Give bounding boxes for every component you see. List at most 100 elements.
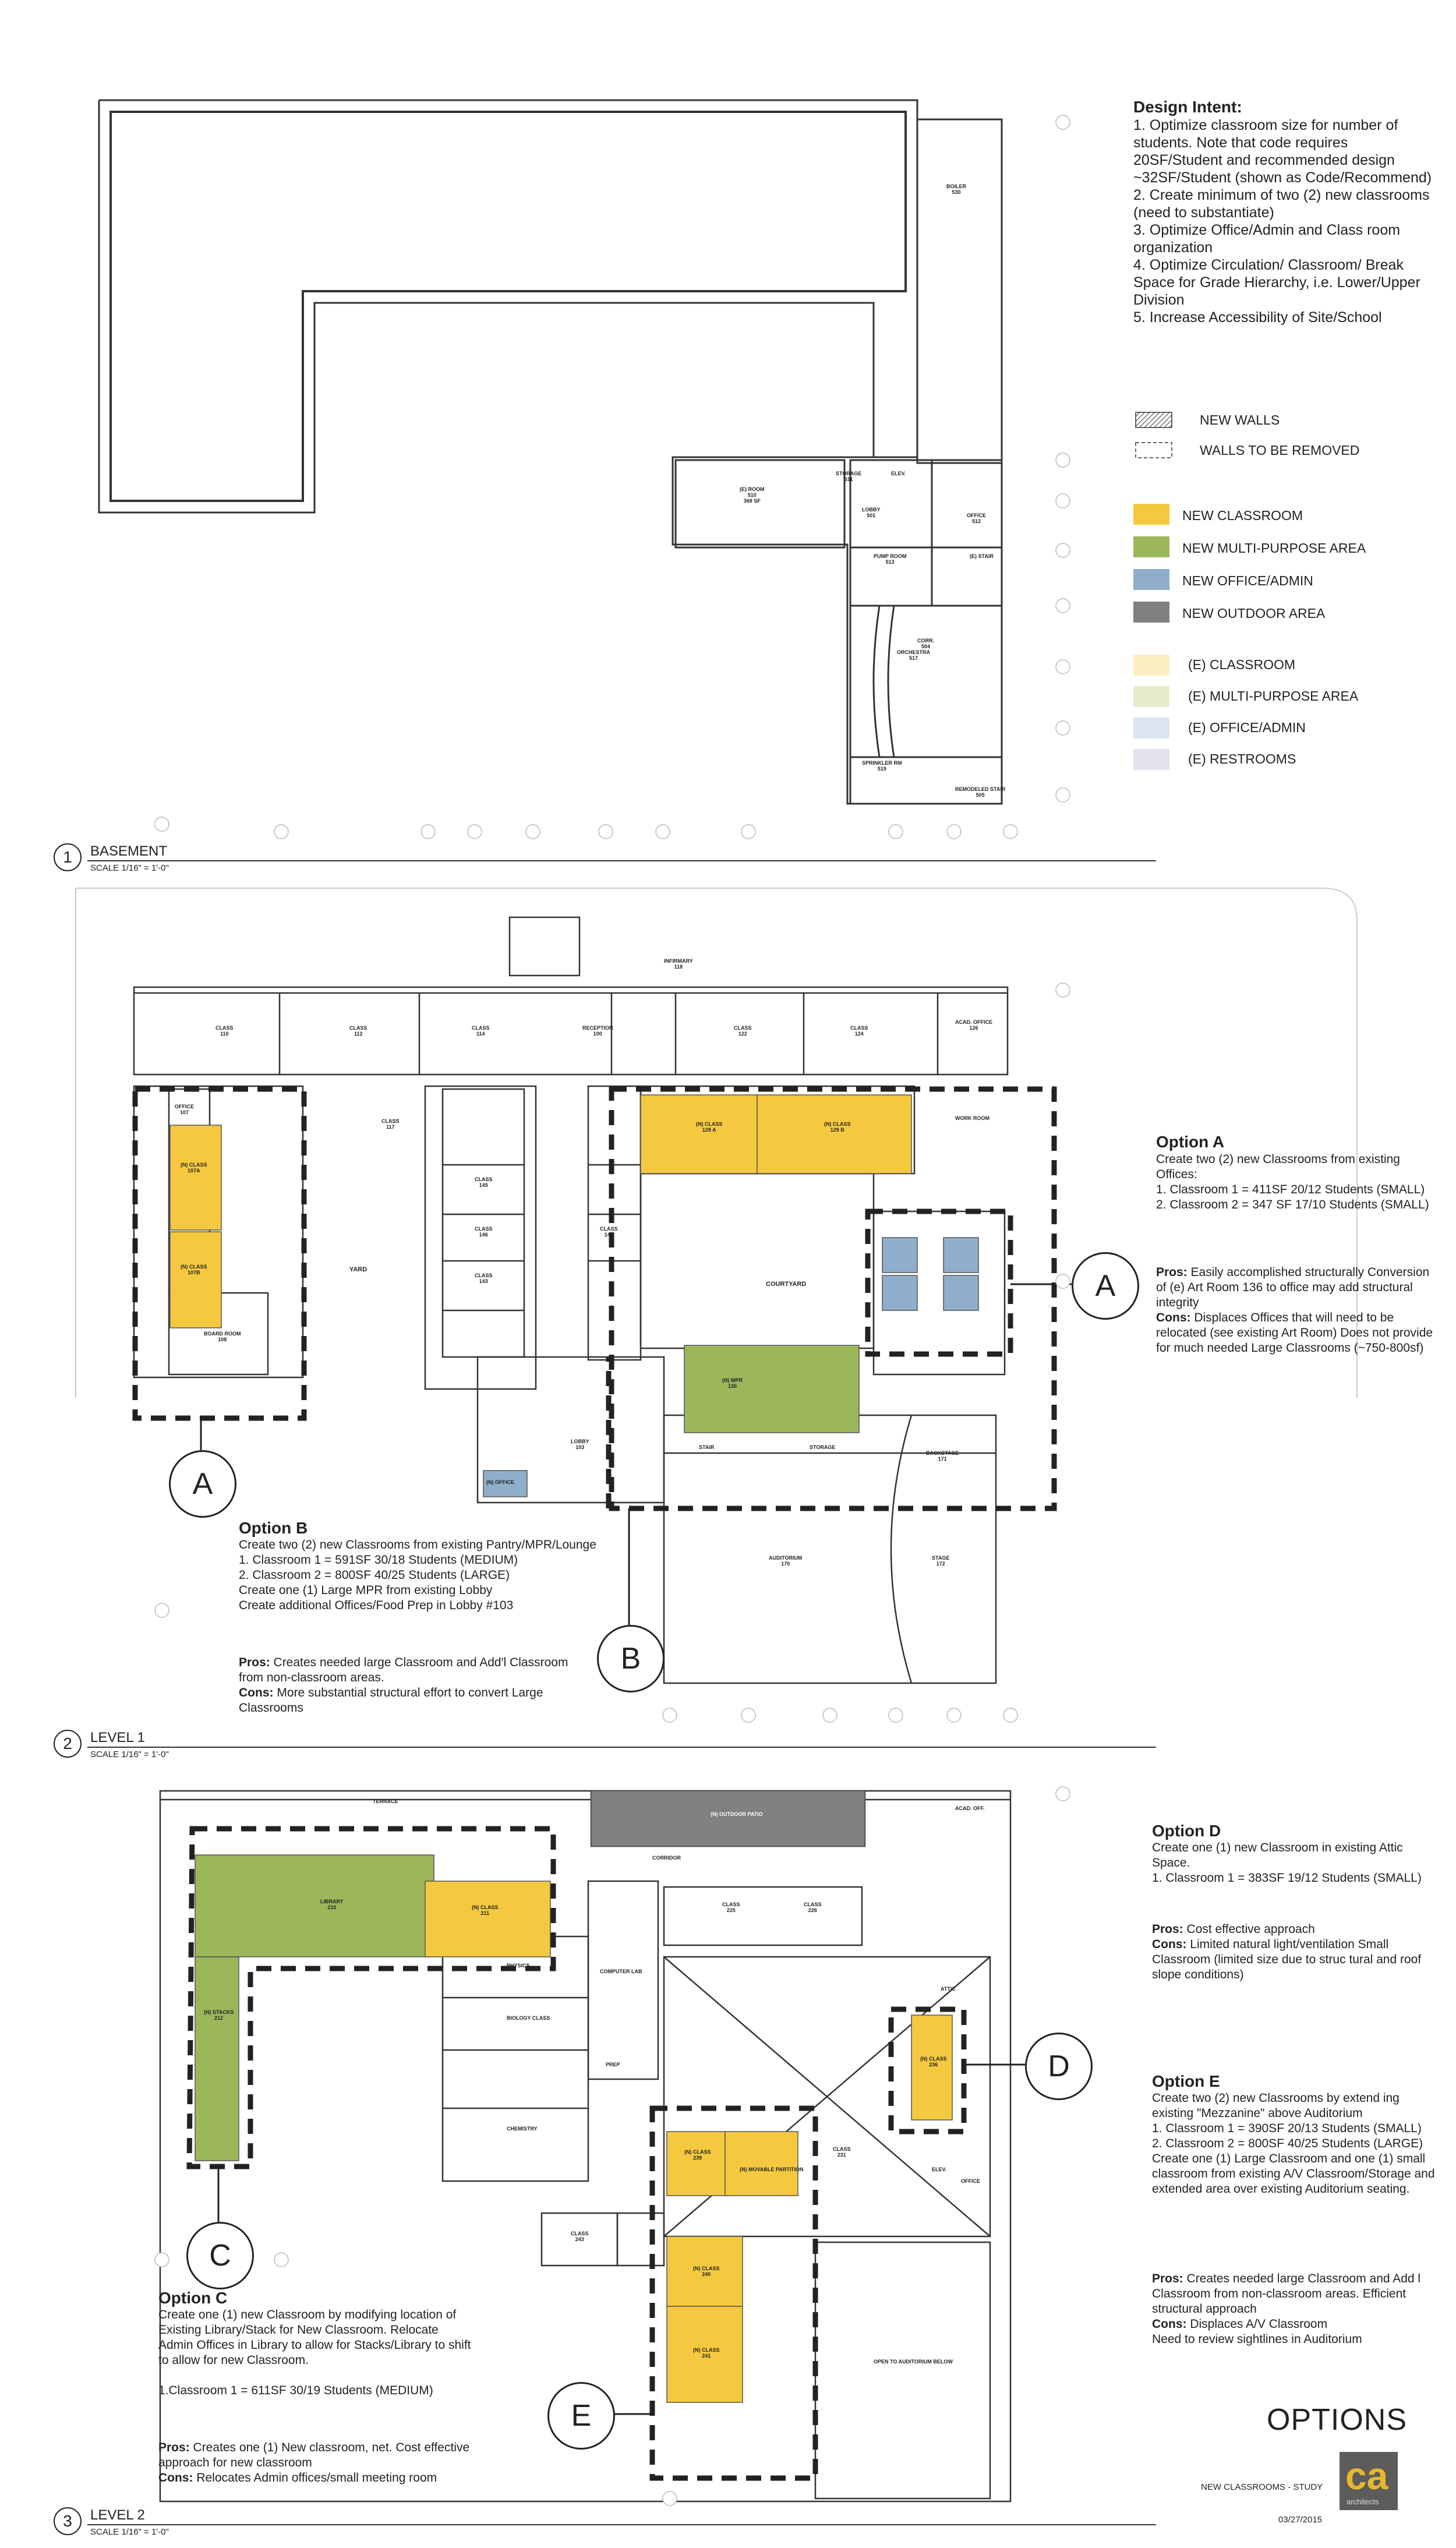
room-label: OFFICE: [961, 2178, 980, 2184]
room-label: CLASS 225: [722, 1902, 740, 1913]
room-label: ACAD. OFF.: [955, 1805, 985, 1811]
cons-label: Cons:: [1152, 2317, 1187, 2331]
room-label: (N) CLASS 129 B: [824, 1121, 851, 1133]
option-a-callout-level1-right: A: [1072, 1252, 1139, 1320]
level-title: LEVEL 2: [90, 2507, 145, 2523]
option-b-cons: Cons: More substantial structural effort…: [239, 1685, 571, 1716]
room-label: RECEPTION 100: [582, 1025, 613, 1037]
room-label: CORR. 504: [917, 638, 934, 649]
room-label: LIBRARY 210: [320, 1899, 344, 1910]
design-intent-title: Design Intent:: [1133, 98, 1242, 116]
room-label: (N) CLASS 128 A: [696, 1121, 723, 1133]
option-a-cons: Cons: Displaces Offices that will need t…: [1156, 1310, 1441, 1356]
room-label: SPRINKLER RM 519: [862, 760, 902, 772]
room-label: TERRACE: [373, 1798, 398, 1804]
level-scale: SCALE 1/16" = 1'-0": [90, 863, 169, 873]
room-label: STORAGE: [810, 1444, 836, 1450]
room-label: (N) CLASS 107A: [181, 1162, 207, 1174]
room-label: CLASS 226: [804, 1902, 822, 1913]
cons-text: Relocates Admin offices/small meeting ro…: [193, 2471, 437, 2485]
room-label: CLASS 124: [850, 1025, 868, 1037]
legend-swatch: [1133, 655, 1169, 676]
room-label: (N) CLASS 240: [693, 2266, 720, 2277]
room-label: OFFICE 107: [175, 1104, 194, 1115]
level1-option-outlines: [132, 1086, 1057, 1511]
room-label: YARD: [349, 1266, 367, 1273]
cons-label: Cons:: [239, 1686, 274, 1699]
room-label: CLASS 143: [475, 1273, 493, 1284]
legend-label: (E) MULTI-PURPOSE AREA: [1188, 688, 1359, 704]
room-label: (N) CLASS 211: [472, 1904, 499, 1916]
design-intent-body: 1. Optimize classroom size for number of…: [1133, 117, 1432, 326]
room-label: CLASS 231: [833, 2146, 851, 2158]
cons-text: Limited natural light/ventilation Small …: [1152, 1938, 1422, 1981]
legend-swatch: [1133, 749, 1169, 770]
level-scale: SCALE 1/16" = 1'-0": [90, 2527, 169, 2537]
pros-label: Pros:: [239, 1656, 270, 1669]
option-a-callout-level1-left: A: [169, 1450, 236, 1518]
logo-subtext: architects: [1347, 2497, 1379, 2506]
basement-existing-rooms: [917, 119, 1002, 463]
room-label: BOARD ROOM 108: [204, 1331, 241, 1342]
cons-text: Displaces A/V Classroom Need to review s…: [1152, 2317, 1362, 2346]
pros-text: Creates needed large Classroom and Add'l…: [239, 1656, 568, 1684]
room-label: CHEMISTRY: [507, 2126, 538, 2132]
room-label: (N) STACKS 212: [204, 2009, 234, 2021]
sheet-date: 03/27/2015: [1278, 2515, 1323, 2525]
room-label: WORK ROOM: [955, 1115, 989, 1121]
level-number-badge: 1: [54, 843, 82, 871]
option-e-title: Option E: [1152, 2072, 1220, 2090]
room-label: (N) CLASS 107B: [181, 1264, 207, 1275]
legend-label: NEW MULTI-PURPOSE AREA: [1182, 540, 1366, 556]
legend-swatch: [1133, 718, 1169, 738]
room-label: CLASS 110: [215, 1025, 234, 1037]
option-b-body: Create two (2) new Classrooms from exist…: [239, 1538, 596, 1612]
room-label: AUDITORIUM 170: [769, 1555, 803, 1567]
pros-text: Creates one (1) New classroom, net. Cost…: [158, 2441, 470, 2469]
project-name: NEW CLASSROOMS - STUDY: [1201, 2482, 1323, 2492]
room-label: CLASS 146: [475, 1226, 493, 1238]
room-label: OPEN TO AUDITORIUM BELOW: [874, 2359, 953, 2365]
cons-text: More substantial structural effort to co…: [239, 1686, 543, 1715]
room-label: ORCHESTRA 517: [897, 649, 931, 661]
option-a-pros: Pros: Easily accomplished structurally C…: [1156, 1265, 1441, 1310]
option-e-pros: Pros: Creates needed large Classroom and…: [1152, 2271, 1443, 2317]
option-c-cons: Cons: Relocates Admin offices/small meet…: [158, 2471, 473, 2486]
basement-plan: [98, 99, 1003, 805]
option-b-title: Option B: [239, 1519, 308, 1537]
room-label: PUMP ROOM 513: [874, 553, 907, 565]
option-b-callout: B: [597, 1625, 665, 1692]
legend-swatch: [1133, 686, 1169, 707]
pros-text: Cost effective approach: [1183, 1923, 1315, 1936]
room-label: REMODELED STAIR 505: [955, 786, 1006, 798]
room-label: ATTIC: [941, 1986, 956, 1992]
option-e-body: Create two (2) new Classrooms by extend …: [1152, 2091, 1435, 2196]
room-label: BACKSTAGE 171: [926, 1450, 959, 1462]
room-label: STAGE 172: [932, 1555, 950, 1567]
room-label: COURTYARD: [766, 1281, 807, 1288]
room-label: CLASS 141: [600, 1226, 618, 1238]
company-logo: ca architects: [1340, 2452, 1398, 2510]
pros-text: Easily accomplished structurally Convers…: [1156, 1266, 1430, 1309]
cons-label: Cons:: [1156, 1311, 1191, 1324]
room-label: STORAGE 511: [836, 471, 862, 482]
pros-label: Pros:: [158, 2441, 190, 2454]
level1-grid-markers: [154, 983, 1070, 1723]
room-label: COMPUTER LAB: [600, 1969, 642, 1974]
room-label: (N) OFFICE: [486, 1479, 514, 1485]
room-label: (N) MPR 130: [722, 1377, 743, 1389]
legend-label: (E) RESTROOMS: [1188, 751, 1296, 766]
option-d-title: Option D: [1152, 1822, 1221, 1840]
option-d-pros: Pros: Cost effective approach: [1152, 1922, 1437, 1937]
room-label: LOBBY 103: [571, 1439, 589, 1450]
legend-label: NEW OUTDOOR AREA: [1182, 606, 1326, 621]
level-number-badge: 3: [54, 2507, 82, 2535]
option-b-pros: Pros: Creates needed large Classroom and…: [239, 1655, 571, 1685]
legend-label: (E) OFFICE/ADMIN: [1188, 720, 1306, 735]
option-e-callout: E: [547, 2382, 615, 2450]
level-title: BASEMENT: [90, 843, 168, 859]
sheet-title: OPTIONS: [1267, 2403, 1408, 2437]
room-label: (N) OUTDOOR PATIO: [711, 1811, 763, 1817]
room-label: PREP: [606, 2062, 620, 2068]
room-label: OFFICE 512: [967, 513, 986, 524]
